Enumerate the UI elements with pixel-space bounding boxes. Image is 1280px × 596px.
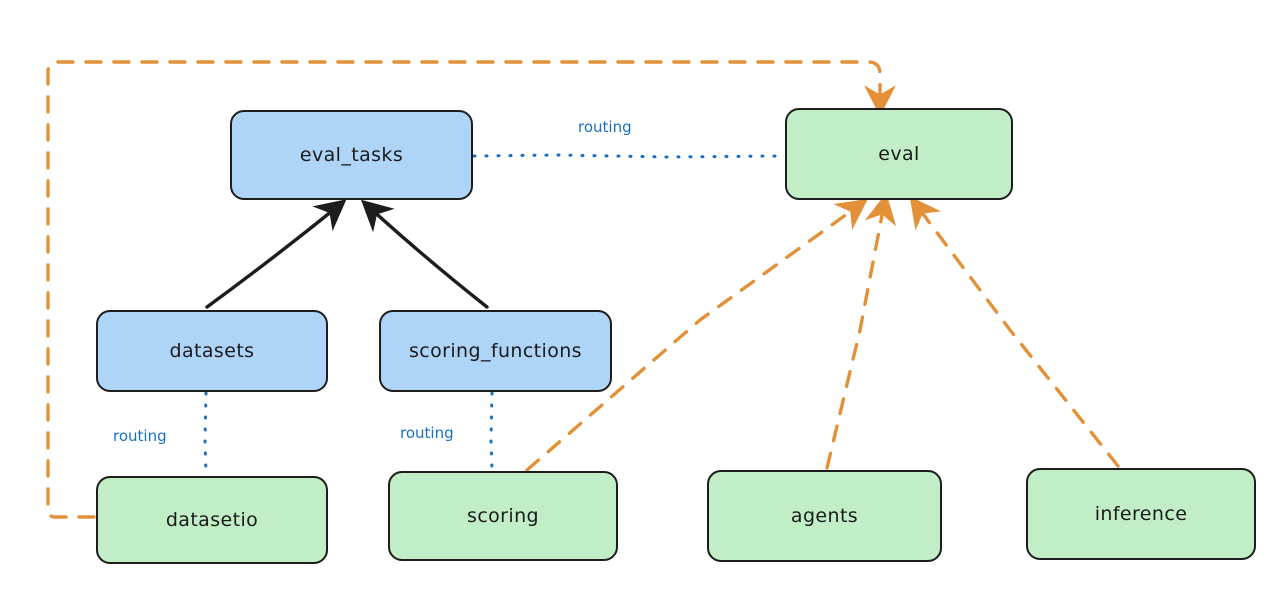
node-eval[interactable]: eval — [785, 108, 1013, 200]
node-scoring-functions-label: scoring_functions — [409, 340, 582, 362]
node-inference-label: inference — [1094, 503, 1188, 525]
edge-label-routing-scoring-functions: routing — [400, 424, 454, 442]
edge-datasetio-to-eval — [46, 60, 896, 519]
edge-scoring-to-eval — [525, 198, 868, 472]
node-scoring-functions[interactable]: scoring_functions — [379, 310, 612, 392]
edge-datasets-to-datasetio — [203, 391, 208, 476]
node-eval-tasks[interactable]: eval_tasks — [230, 110, 473, 200]
edge-eval-tasks-to-eval — [472, 153, 785, 159]
node-scoring[interactable]: scoring — [388, 471, 618, 561]
edge-scoring-functions-to-scoring — [489, 391, 494, 472]
edge-inference-to-eval — [909, 196, 1120, 468]
node-agents-label: agents — [790, 505, 859, 527]
edge-agents-to-eval — [825, 192, 897, 470]
edge-scoring-functions-to-eval-tasks — [360, 199, 489, 309]
node-eval-tasks-label: eval_tasks — [299, 144, 404, 166]
edge-datasets-to-eval-tasks — [205, 199, 347, 309]
node-inference[interactable]: inference — [1026, 468, 1256, 560]
edge-label-routing-datasets: routing — [113, 427, 167, 445]
node-datasets-label: datasets — [169, 340, 255, 362]
node-eval-label: eval — [878, 143, 920, 165]
edge-label-routing-eval-tasks: routing — [578, 118, 632, 136]
node-datasetio-label: datasetio — [165, 509, 259, 531]
node-datasetio[interactable]: datasetio — [96, 476, 328, 564]
node-datasets[interactable]: datasets — [96, 310, 328, 392]
node-agents[interactable]: agents — [707, 470, 942, 562]
node-scoring-label: scoring — [467, 505, 539, 527]
